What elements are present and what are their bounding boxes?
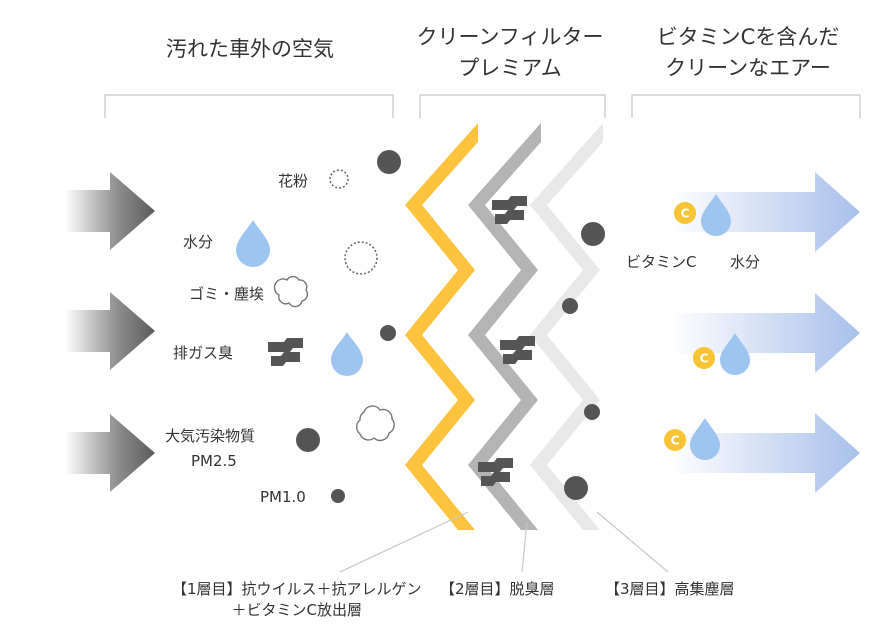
clean-air-arrow — [670, 293, 860, 373]
bracket-filter — [419, 94, 606, 118]
label-vitamin-c: ビタミンC — [626, 253, 697, 271]
odor-particle-icon — [478, 458, 513, 486]
incoming-air-arrow — [65, 172, 155, 250]
pollen-icon — [344, 241, 378, 275]
vitamin-c-badge: C — [693, 347, 715, 369]
particle-dot — [296, 428, 320, 452]
label-exhaust-odor: 排ガス臭 — [173, 344, 234, 362]
label-moisture: 水分 — [183, 233, 214, 251]
header-clean-air: ビタミンCを含んだ クリーンなエアー — [635, 22, 861, 84]
vitamin-c-badge: C — [664, 429, 686, 451]
label-clean-moisture: 水分 — [730, 253, 761, 271]
particle-dot — [562, 298, 578, 314]
svg-text:C: C — [681, 207, 690, 221]
label-pm10: PM1.0 — [260, 488, 306, 506]
clean-air-arrow — [670, 413, 860, 493]
particle-dot — [564, 476, 588, 500]
water-drop-icon — [720, 333, 750, 375]
odor-particle-icon — [492, 196, 527, 224]
bracket-outside-air — [104, 94, 394, 118]
bracket-clean-air — [631, 94, 861, 118]
caption-layer1: 【1層目】抗ウイルス＋抗アレルゲン ＋ビタミンC放出層 — [172, 578, 422, 620]
header-filter-line1: クリーンフィルター — [416, 25, 604, 49]
pollen-icon — [329, 169, 349, 189]
water-drop-icon — [690, 418, 720, 460]
incoming-air-arrow — [65, 292, 155, 370]
water-drop-icon — [331, 332, 363, 376]
filter-layer-1 — [405, 123, 478, 530]
header-filter: クリーンフィルター プレミアム — [405, 22, 615, 84]
caption-layer1-line1: 【1層目】抗ウイルス＋抗アレルゲン — [172, 580, 422, 598]
particle-dot — [581, 222, 605, 246]
header-outside-air: 汚れた車外の空気 — [150, 34, 350, 65]
caption-layer3: 【3層目】高集塵層 — [605, 580, 735, 598]
leader-line-layer1 — [339, 511, 469, 573]
label-pm25: PM2.5 — [191, 452, 237, 470]
header-outside-air-text: 汚れた車外の空気 — [166, 37, 334, 61]
incoming-air-arrow — [65, 414, 155, 492]
label-air-pollutant: 大気汚染物質 — [165, 427, 256, 445]
header-clean-line2: クリーンなエアー — [665, 56, 831, 80]
filter-layer-3 — [530, 123, 603, 530]
particle-dot — [331, 489, 345, 503]
caption-layer1-line2: ＋ビタミンC放出層 — [231, 601, 363, 619]
filter-layer-2 — [468, 123, 541, 530]
leader-line-layer2 — [521, 521, 528, 573]
label-dust: ゴミ・塵埃 — [189, 285, 265, 303]
clean-air-arrow — [670, 172, 860, 252]
water-drop-icon — [701, 194, 731, 236]
caption-layer2: 【2層目】脱臭層 — [440, 580, 555, 598]
leader-line-layer3 — [596, 511, 669, 573]
odor-particle-icon — [500, 336, 535, 364]
label-pollen: 花粉 — [278, 172, 309, 190]
header-clean-line1: ビタミンCを含んだ — [656, 25, 840, 49]
svg-text:C: C — [700, 352, 709, 366]
dust-cloud-icon — [356, 405, 395, 442]
particle-dot — [380, 325, 396, 341]
dust-cloud-icon — [273, 275, 309, 308]
svg-text:C: C — [671, 434, 680, 448]
water-drop-icon — [236, 220, 270, 267]
odor-particle-icon — [268, 338, 303, 366]
header-filter-line2: プレミアム — [458, 56, 562, 80]
particle-dot — [377, 150, 401, 174]
particle-dot — [584, 404, 600, 420]
vitamin-c-badge: C — [674, 202, 696, 224]
